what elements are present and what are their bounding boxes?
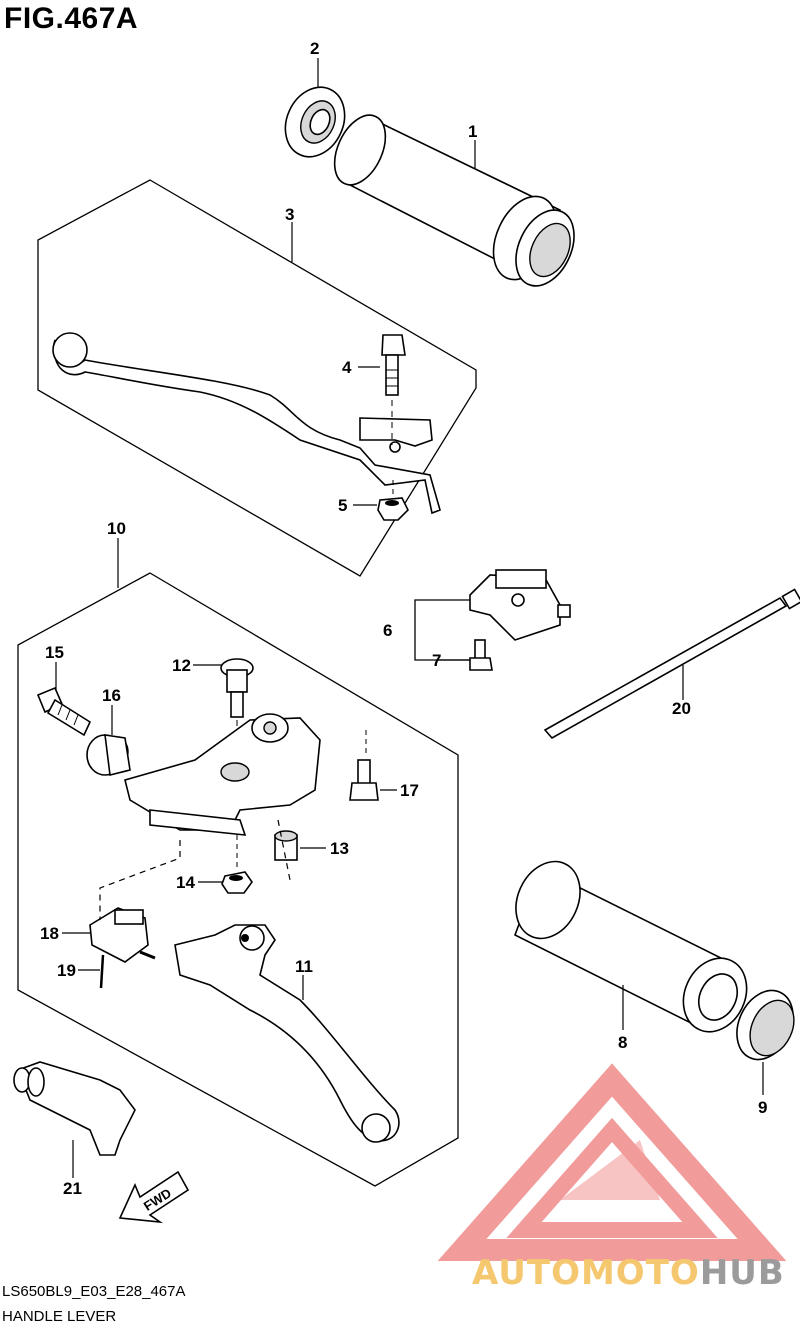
callout-13: 13 [330,839,349,858]
part-21-boot [13,1061,136,1156]
callout-14: 14 [176,873,195,892]
callout-3: 3 [285,205,294,224]
callout-5: 5 [338,496,347,515]
callout-21: 21 [63,1179,82,1198]
leader-lines [55,58,764,1178]
callout-labels: 2 1 3 4 5 6 7 20 10 15 16 12 17 13 14 18… [40,39,767,1198]
callout-12: 12 [172,656,191,675]
part-9-grip-end [736,989,795,1061]
callout-9: 9 [758,1098,767,1117]
part-19-screw [99,954,105,989]
part-16-adjuster [86,734,131,776]
part-2-grip-end-ring [284,86,346,158]
part-10-bracket [124,713,321,836]
part-8-left-grip [513,860,748,1033]
section-title: HANDLE LEVER [2,1308,117,1325]
lever-assembly-box-10 [17,572,459,1187]
part-11-brake-lever [174,924,400,1143]
callout-6: 6 [383,621,392,640]
callout-8: 8 [618,1033,627,1052]
fwd-direction-arrow: FWD [118,1170,190,1224]
callout-17: 17 [400,781,419,800]
part-6-switch [414,569,571,661]
callout-11: 11 [295,957,313,976]
watermark-part2: HUB [699,1253,785,1293]
figure-title: FIG.467A [4,2,139,35]
callout-19: 19 [57,961,76,980]
callout-18: 18 [40,924,59,943]
callout-2: 2 [310,39,319,58]
callout-10: 10 [107,519,126,538]
watermark-part1: AUTOMOTO [472,1253,700,1293]
part-1-throttle-grip [333,114,575,287]
callout-7: 7 [432,651,441,670]
part-17-screw [349,730,379,801]
part-3-lever [52,332,441,515]
part-13-collar [274,830,298,861]
drawing-code: LS650BL9_E03_E28_467A [2,1283,186,1300]
callout-16: 16 [102,686,121,705]
part-4-bolt [381,334,406,445]
part-5-nut [377,480,409,521]
part-14-nut [221,835,253,894]
callout-15: 15 [45,643,64,662]
watermark-text: AUTOMOTOHUB [472,1253,785,1293]
callout-20: 20 [672,699,691,718]
callout-4: 4 [342,358,352,377]
part-18-switch [89,907,156,963]
watermark-logo [437,1063,787,1261]
part-20-cable-tie [543,588,800,740]
lever-assembly-box-3 [37,179,477,577]
part-7-screw [469,639,493,671]
callout-1: 1 [468,122,477,141]
part-15-bolt [36,686,92,737]
